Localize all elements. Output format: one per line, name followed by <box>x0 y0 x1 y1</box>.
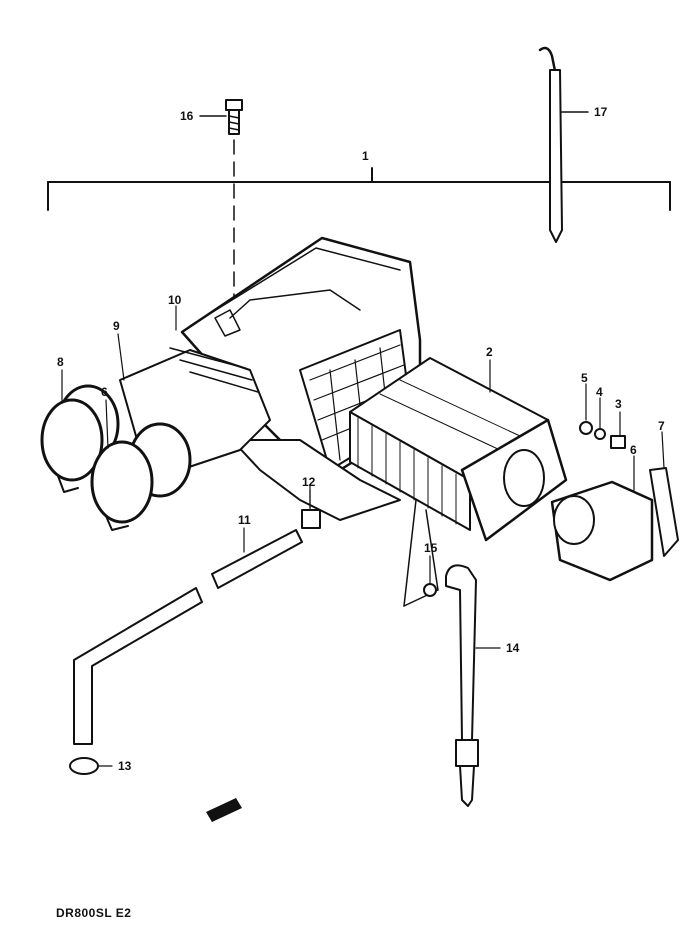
callout-12: 12 <box>302 475 316 489</box>
drain-tube-icon <box>423 555 501 807</box>
callout-4: 4 <box>596 385 603 399</box>
callout-7: 7 <box>658 419 665 433</box>
model-code-label: DR800SL E2 <box>56 906 132 920</box>
fastener-set-icon <box>579 383 626 449</box>
drain-hose-icon <box>69 489 321 775</box>
callout-3: 3 <box>615 397 622 411</box>
callout-17: 17 <box>594 105 608 119</box>
callout-1: 1 <box>362 149 369 163</box>
callout-13: 13 <box>118 759 132 773</box>
bolt-16-icon <box>199 99 243 321</box>
callout-16: 16 <box>180 109 194 123</box>
leader-lines <box>61 305 665 509</box>
dipstick-17-icon <box>538 46 589 243</box>
callout-14: 14 <box>506 641 520 655</box>
direction-mark-icon <box>206 798 242 822</box>
callout-8-top: 8 <box>57 355 64 369</box>
outer-cap-icon <box>550 467 679 582</box>
assembly-bracket <box>47 167 671 211</box>
callout-10: 10 <box>168 293 182 307</box>
callout-6-left: 6 <box>101 385 108 399</box>
callout-2: 2 <box>486 345 493 359</box>
intake-funnel-icon <box>40 347 271 531</box>
callout-6-right: 6 <box>630 443 637 457</box>
callout-5: 5 <box>581 371 588 385</box>
filter-element-icon <box>349 357 568 607</box>
callout-15: 15 <box>424 541 438 555</box>
callout-9: 9 <box>113 319 120 333</box>
callout-11: 11 <box>238 513 251 527</box>
